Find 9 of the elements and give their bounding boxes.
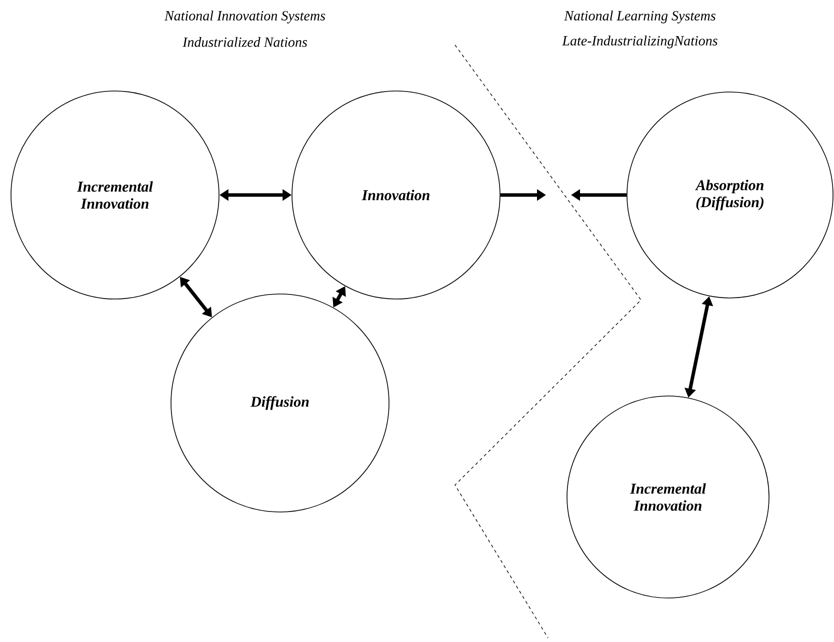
circle-node: Diffusion <box>170 294 390 512</box>
header-text: Industrialized Nations <box>182 37 307 47</box>
header-text: National Learning Systems <box>564 10 716 24</box>
header-text: Late-IndustrializingNations <box>562 36 718 48</box>
header-text: National Innovation Systems <box>164 10 326 24</box>
circle-node: Incremental Innovation <box>10 90 220 300</box>
circle-node: Absorption (Diffusion) <box>626 92 834 298</box>
circle-node: Innovation <box>292 90 500 300</box>
circle-node: Incremental Innovation <box>566 396 770 598</box>
